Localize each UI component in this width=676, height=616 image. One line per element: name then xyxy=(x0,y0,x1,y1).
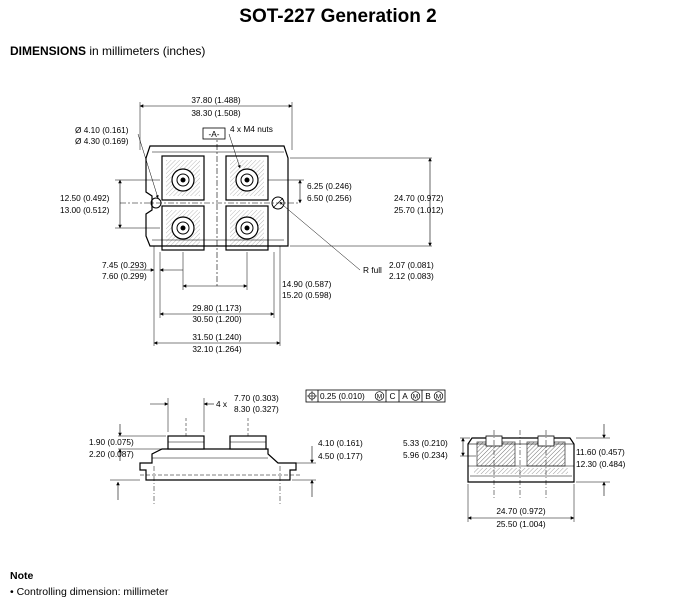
width-label-a: 37.80 (1.488) xyxy=(191,95,241,105)
hole-label-a: Ø 4.10 (0.161) xyxy=(75,125,129,135)
r-label-a: 2.07 (0.081) xyxy=(389,260,434,270)
pitch-v-label-a: 12.50 (0.492) xyxy=(60,193,110,203)
end-view: 5.33 (0.210) 5.96 (0.234) 11.60 (0.457) … xyxy=(403,424,626,529)
r-label-b: 2.12 (0.083) xyxy=(389,271,434,281)
base-dim-label-a: 4.10 (0.161) xyxy=(318,438,363,448)
end-h-label-b: 5.96 (0.234) xyxy=(403,450,448,460)
side-terminal-right xyxy=(229,435,267,450)
side-left-label-a: 1.90 (0.075) xyxy=(89,437,134,447)
end-h-label-a: 5.33 (0.210) xyxy=(403,438,448,448)
height-label-a: 24.70 (0.972) xyxy=(394,193,444,203)
dim-650-label: 6.50 (0.256) xyxy=(307,193,352,203)
side-view-body xyxy=(139,448,297,481)
inner-dim-label-b: 30.50 (1.200) xyxy=(192,314,242,324)
side-view: 4 x 7.70 (0.303) 8.30 (0.327) 1.90 (0.07… xyxy=(89,389,446,505)
mmc-symbol-2: M xyxy=(413,394,418,401)
tolerance-value: 0.25 (0.010) xyxy=(320,391,365,401)
r-full-label: R full xyxy=(363,265,382,275)
end-w-label-b: 25.50 (1.004) xyxy=(496,519,546,529)
dim-625-label: 6.25 (0.246) xyxy=(307,181,352,191)
mmc-symbol-1: M xyxy=(377,394,382,401)
datum-ref-b: B xyxy=(425,391,431,401)
dimensions-units: in millimeters (inches) xyxy=(86,44,206,58)
note-heading: Note xyxy=(10,570,34,582)
width-label-b: 38.30 (1.508) xyxy=(191,108,241,118)
hole-label-b: Ø 4.30 (0.169) xyxy=(75,136,129,146)
height-label-b: 25.70 (1.012) xyxy=(394,205,444,215)
left-dim-label-a: 7.45 (0.293) xyxy=(102,260,147,270)
pitch-v-label-b: 13.00 (0.512) xyxy=(60,205,110,215)
tolerance-frame: 0.25 (0.010) M C A M B M xyxy=(305,389,446,403)
outer-dim-label-a: 31.50 (1.240) xyxy=(192,332,242,342)
end-w-label-a: 24.70 (0.972) xyxy=(496,506,546,516)
package-body xyxy=(145,145,289,247)
datum-ref-a: A xyxy=(402,391,408,401)
term-dim-label-a: 7.70 (0.303) xyxy=(234,393,279,403)
datum-a-box xyxy=(202,127,226,140)
base-dim-label-b: 4.50 (0.177) xyxy=(318,451,363,461)
terminal-top-right xyxy=(225,155,269,201)
side-left-label-b: 2.20 (0.087) xyxy=(89,449,134,459)
mid-dim-label-a: 14.90 (0.587) xyxy=(282,279,332,289)
side-terminal-left xyxy=(167,435,205,450)
page-title: SOT-227 Generation 2 xyxy=(239,6,437,27)
end-t-label-a: 11.60 (0.457) xyxy=(576,447,625,457)
top-view: 37.80 (1.488) 38.30 (1.508) -A- 4 x M4 n… xyxy=(60,95,444,354)
terminal-bottom-right xyxy=(225,205,269,251)
mmc-symbol-3: M xyxy=(436,394,441,401)
term-count-label: 4 x xyxy=(216,399,228,409)
dimensions-label: DIMENSIONS xyxy=(10,44,87,58)
datum-a-label: -A- xyxy=(208,129,219,139)
outer-dim-label-b: 32.10 (1.264) xyxy=(192,344,242,354)
end-t-label-b: 12.30 (0.484) xyxy=(576,459,626,469)
nuts-label: 4 x M4 nuts xyxy=(230,124,273,134)
terminal-bottom-left xyxy=(161,205,205,251)
left-dim-label-b: 7.60 (0.299) xyxy=(102,271,147,281)
note-item: • Controlling dimension: millimeter xyxy=(10,586,169,598)
inner-dim-label-a: 29.80 (1.173) xyxy=(192,303,242,313)
term-dim-label-b: 8.30 (0.327) xyxy=(234,404,279,414)
mid-dim-label-b: 15.20 (0.598) xyxy=(282,290,332,300)
terminal-top-left xyxy=(161,155,205,201)
dimensions-heading: DIMENSIONS in millimeters (inches) xyxy=(10,44,205,58)
datum-ref-c: C xyxy=(390,391,396,401)
